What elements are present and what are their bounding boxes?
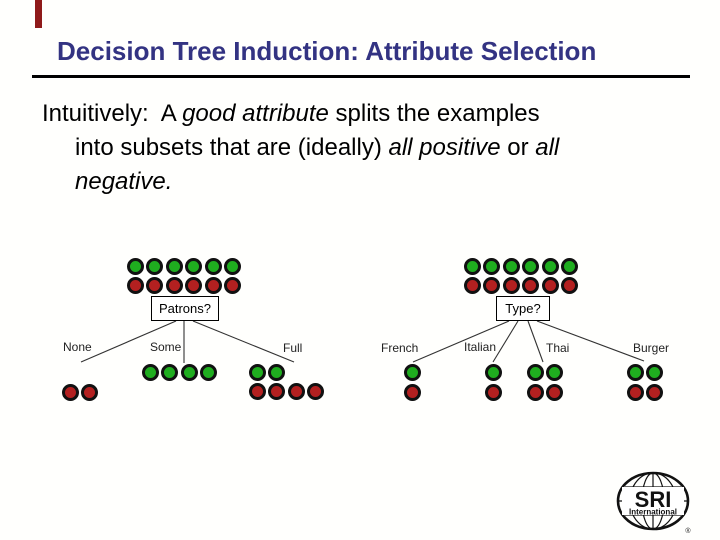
red-example-dot: [61, 383, 79, 401]
branch-line: [536, 320, 645, 362]
body-text-run: all positive: [388, 134, 501, 161]
body-text-run: into subsets that are (ideally): [75, 134, 389, 161]
branch-label-french: French: [381, 341, 419, 355]
body-line: negative.: [42, 165, 682, 199]
red-example-dot: [502, 276, 520, 294]
green-example-dot: [146, 257, 163, 275]
branch-line: [492, 320, 519, 363]
red-example-dot: [204, 276, 222, 294]
red-example-dot: [546, 383, 563, 401]
body-text-run: all: [535, 134, 560, 161]
green-example-dot: [224, 257, 241, 275]
red-example-dot: [146, 276, 163, 294]
branch-line: [412, 320, 510, 363]
green-example-dot: [526, 363, 544, 381]
logo-subtext: International: [629, 508, 677, 517]
red-example-dot: [185, 276, 202, 294]
red-example-dot: [646, 383, 663, 401]
red-example-dot: [307, 382, 324, 400]
green-example-dot: [626, 363, 644, 381]
logo-text-band: [622, 487, 684, 515]
green-example-dot: [522, 257, 539, 275]
body-paragraph: Intuitively: A good attribute splits the…: [42, 97, 682, 199]
green-example-dot: [204, 257, 222, 275]
body-line: Intuitively: A good attribute splits the…: [42, 97, 682, 131]
green-example-dot: [161, 363, 178, 381]
green-example-dot: [248, 363, 266, 381]
red-example-dot: [126, 276, 144, 294]
green-example-dot: [646, 363, 663, 381]
green-example-dot: [561, 257, 578, 275]
green-example-dot: [484, 363, 502, 381]
green-example-dot: [180, 363, 198, 381]
red-example-dot: [165, 276, 183, 294]
logo-brand-text: SRI: [635, 487, 672, 512]
branch-line: [80, 320, 177, 363]
branch-label-full: Full: [283, 341, 303, 355]
branch-label-some: Some: [150, 340, 182, 354]
branch-label-thai: Thai: [546, 341, 570, 355]
red-example-dot: [463, 276, 481, 294]
red-example-dot: [541, 276, 559, 294]
tree-node-type: Type?: [496, 296, 550, 321]
red-example-dot: [483, 276, 500, 294]
green-example-dot: [463, 257, 481, 275]
red-example-dot: [81, 383, 98, 401]
title-underline: [32, 75, 690, 78]
red-example-dot: [522, 276, 539, 294]
red-example-dot: [268, 382, 285, 400]
branch-line: [192, 320, 295, 363]
green-example-dot: [502, 257, 520, 275]
green-example-dot: [403, 363, 421, 381]
red-example-dot: [248, 382, 266, 400]
body-line: into subsets that are (ideally) all posi…: [42, 131, 682, 165]
green-example-dot: [126, 257, 144, 275]
sri-international-logo: SRI International ®: [616, 471, 691, 535]
registered-mark: ®: [685, 527, 691, 535]
page-title: Decision Tree Induction: Attribute Selec…: [57, 36, 597, 66]
branch-line: [527, 320, 544, 363]
slide-accent-bar: [35, 0, 42, 28]
green-example-dot: [165, 257, 183, 275]
green-example-dot: [541, 257, 559, 275]
red-example-dot: [287, 382, 305, 400]
tree-node-patrons: Patrons?: [151, 296, 219, 321]
branch-label-burger: Burger: [633, 341, 670, 355]
body-text-run: negative.: [75, 168, 173, 195]
green-example-dot: [185, 257, 202, 275]
green-example-dot: [268, 363, 285, 381]
red-example-dot: [484, 383, 502, 401]
green-example-dot: [200, 363, 217, 381]
red-example-dot: [561, 276, 578, 294]
body-text-run: or: [500, 134, 536, 161]
branch-label-none: None: [63, 340, 92, 354]
red-example-dot: [403, 383, 421, 401]
green-example-dot: [483, 257, 500, 275]
red-example-dot: [526, 383, 544, 401]
body-text-run: Intuitively: A: [42, 100, 183, 127]
branch-label-italian: Italian: [464, 340, 497, 354]
green-example-dot: [546, 363, 563, 381]
red-example-dot: [224, 276, 241, 294]
body-text-run: splits the examples: [328, 100, 540, 127]
green-example-dot: [141, 363, 159, 381]
red-example-dot: [626, 383, 644, 401]
body-text-run: good attribute: [182, 100, 329, 127]
